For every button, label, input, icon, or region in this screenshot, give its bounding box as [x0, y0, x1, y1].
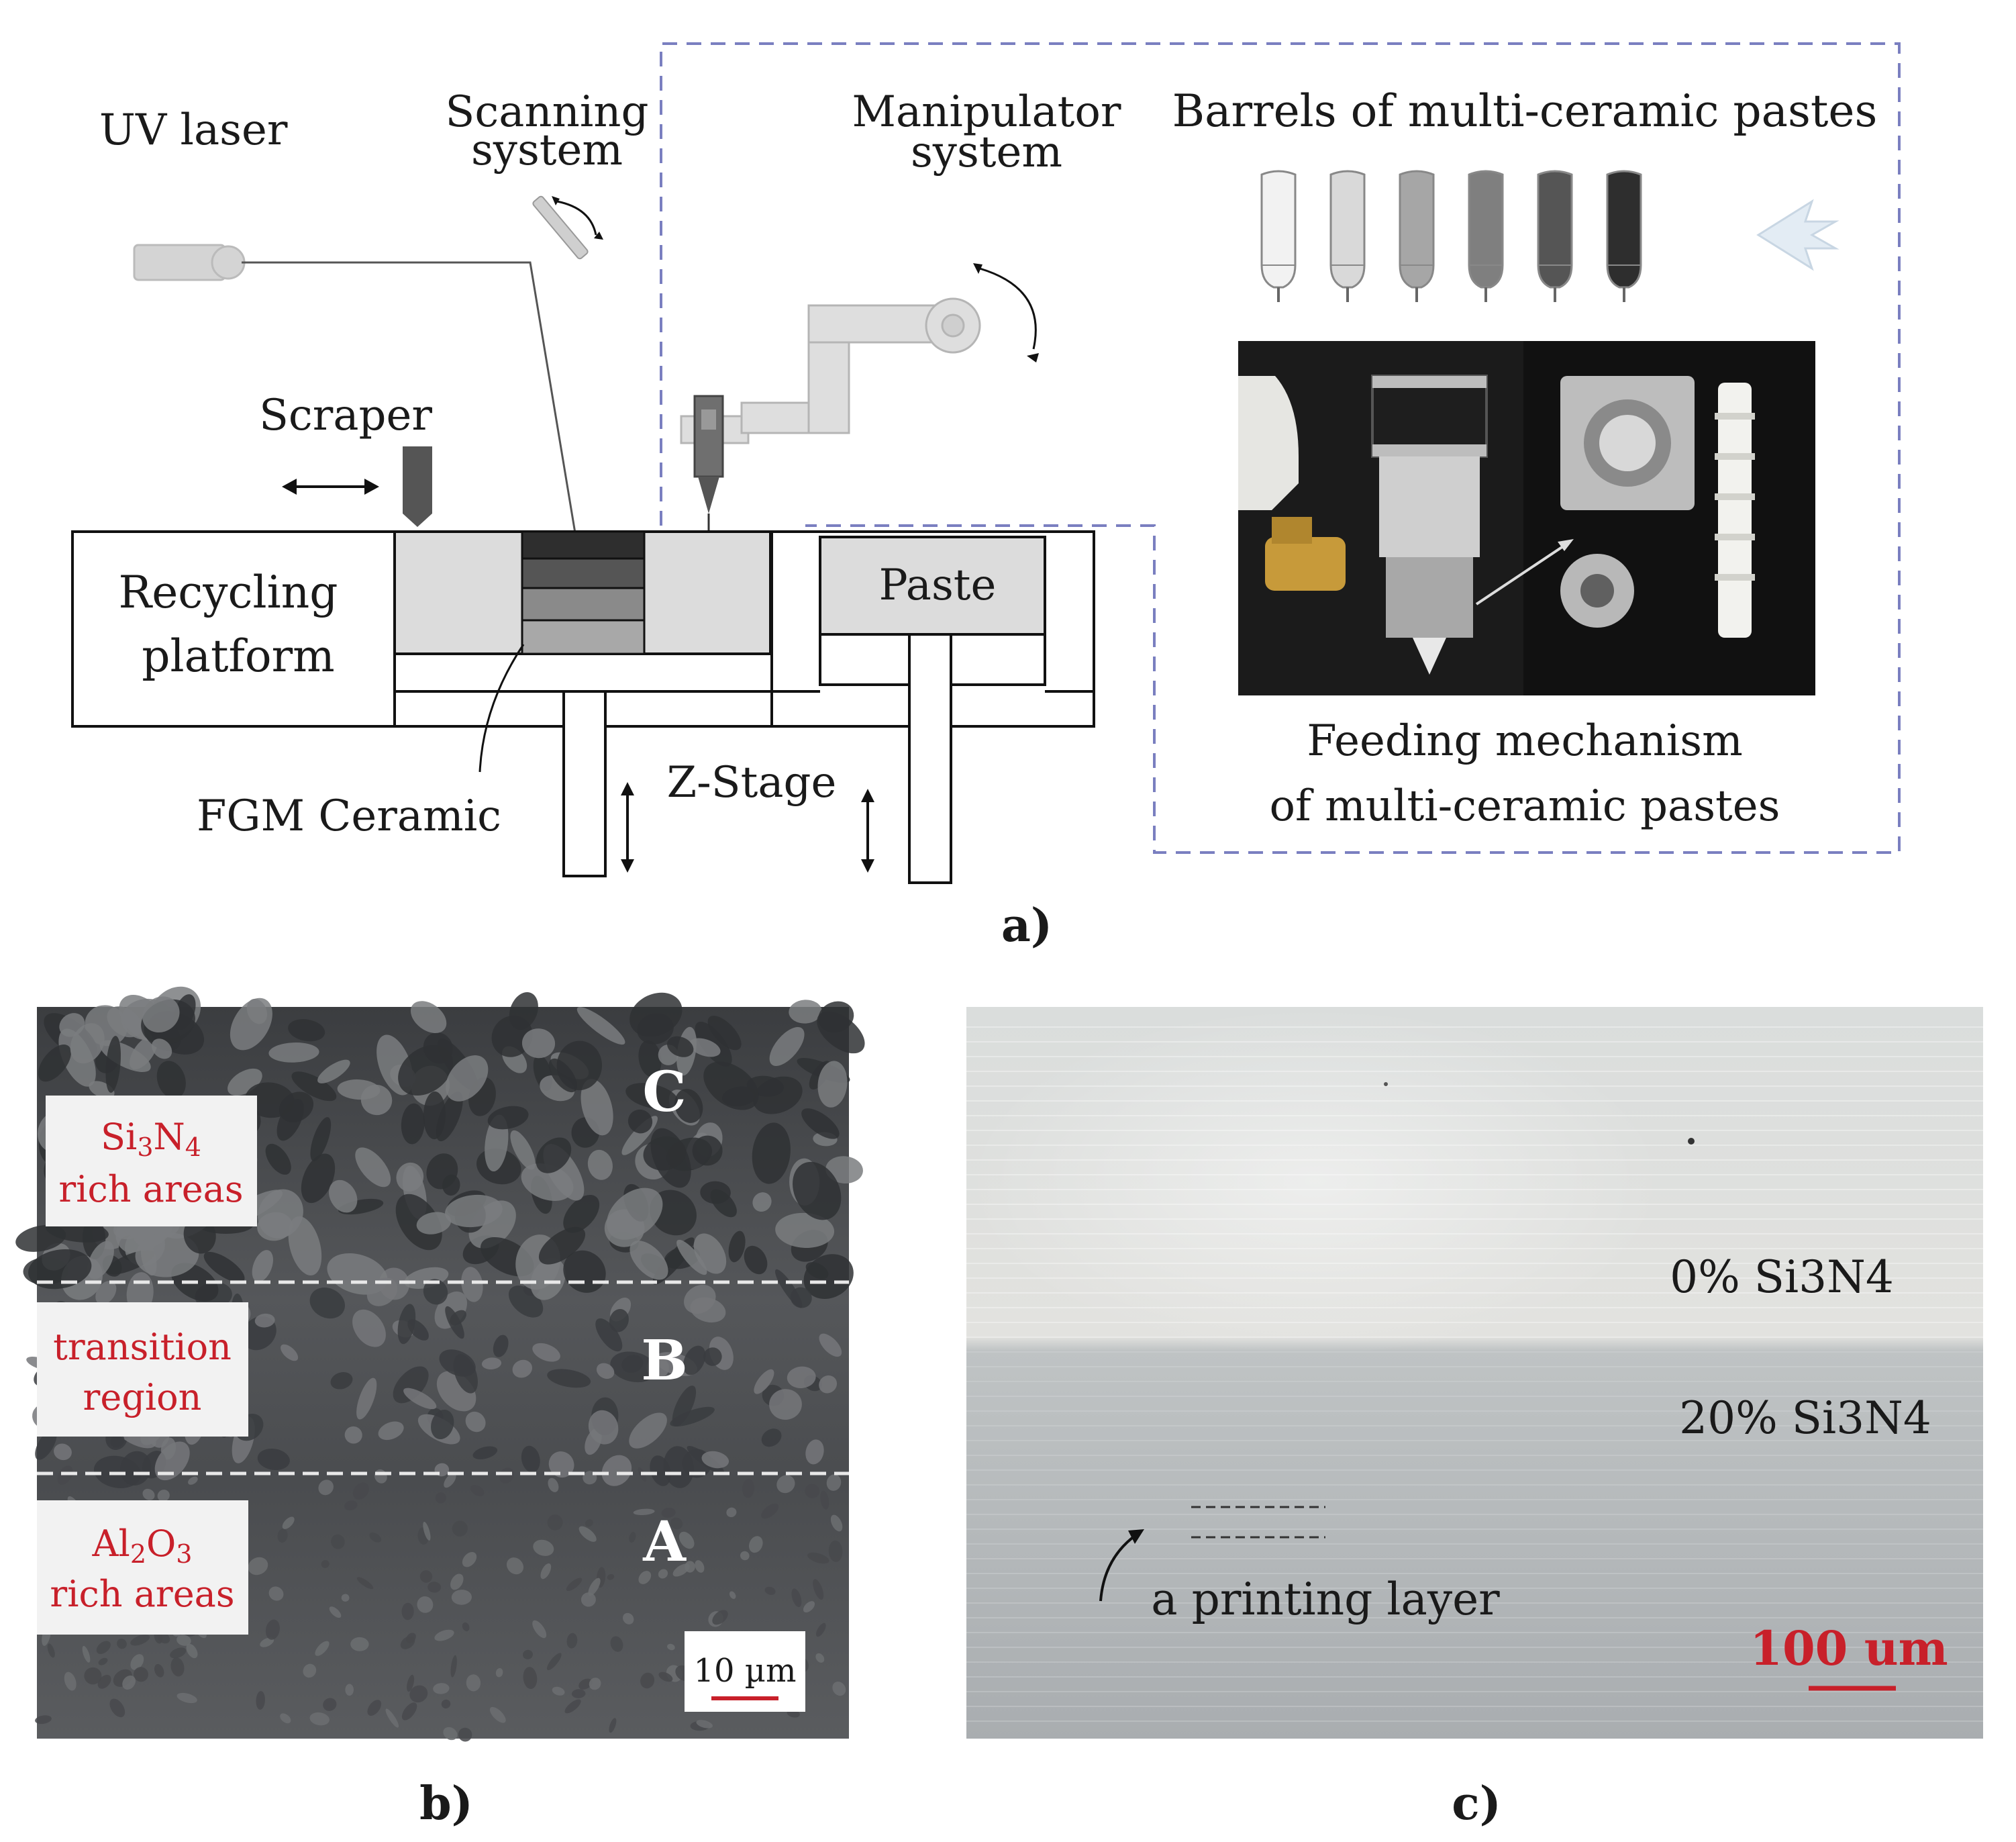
paste-label: Paste [879, 561, 997, 610]
manipulator-arm-icon [680, 297, 981, 444]
panel-a: UV laser Scanning system Manipulator sys… [71, 42, 1901, 953]
printing-layer-label: a printing layer [1151, 1573, 1500, 1625]
recycling-platform-label-2: platform [142, 630, 335, 682]
scraper-icon [403, 446, 432, 527]
si3n4-rich-box: Si3N4 rich areas [46, 1096, 257, 1226]
scraper-motion-arrow [282, 479, 379, 495]
scale-bar-b-label: 10 µm [693, 1652, 796, 1690]
barrel-6 [1606, 170, 1642, 302]
rotation-arrow-icon [973, 263, 1039, 362]
scanning-mirror-icon [532, 195, 603, 260]
al2o3-rich-box: Al2O3 rich areas [37, 1500, 248, 1635]
zone-b-label: B [641, 1328, 687, 1393]
z-stage-arrow-right [861, 789, 874, 873]
nozzle-icon [693, 395, 724, 530]
barrel-5 [1537, 170, 1573, 302]
fgm-part [521, 530, 646, 655]
scale-bar-b: 10 µm [685, 1631, 805, 1712]
caption-a: a) [1001, 899, 1052, 953]
barrel-2 [1329, 170, 1366, 302]
panel-c: 0% Si3N4 20% Si3N4 a printing layer 100 … [966, 1007, 1983, 1831]
uv-laser-label: UV laser [99, 105, 288, 155]
feeding-mechanism-label-1: Feeding mechanism [1307, 716, 1743, 766]
feeding-mechanism-label-2: of multi-ceramic pastes [1270, 781, 1780, 831]
transition-box: transition region [37, 1302, 248, 1437]
manipulator-system-label-1: Manipulator [852, 87, 1121, 137]
barrel-4 [1468, 170, 1504, 302]
layer-lines [966, 1026, 1983, 1722]
caption-b: b) [419, 1777, 473, 1831]
barrels-title: Barrels of multi-ceramic pastes [1172, 85, 1878, 137]
manipulator-system-label-2: system [911, 128, 1062, 177]
fgm-leader-line [478, 644, 525, 773]
al2o3-formula: Al2O3 [92, 1522, 193, 1569]
transition-text-2: region [83, 1376, 202, 1418]
manipulator-frame [660, 42, 1901, 854]
barrel-3 [1399, 170, 1435, 302]
bottom-layer-label: 20% Si3N4 [1679, 1392, 1931, 1444]
barrel-row [1260, 170, 1642, 302]
scanning-system-label-1: Scanning [446, 87, 649, 137]
printing-layer-marker [1099, 1506, 1325, 1602]
barrel-1 [1260, 170, 1297, 302]
feed-arrow-icon [1756, 199, 1839, 271]
panel-b: C B A Si3N4 rich areas transition region… [15, 986, 865, 1831]
z-stage-arrow-left [621, 782, 634, 873]
scraper-label: Scraper [259, 391, 432, 440]
recycling-platform-label-1: Recycling [119, 567, 338, 618]
caption-c: c) [1452, 1777, 1501, 1831]
uv-laser-icon [133, 244, 246, 281]
transition-text-1: transition [53, 1326, 232, 1368]
si3n4-rich-text: rich areas [58, 1168, 243, 1210]
zone-a-label: A [642, 1510, 687, 1574]
z-stage-label: Z-Stage [667, 758, 837, 808]
scanning-system-label-2: system [471, 126, 623, 175]
top-layer-label: 0% Si3N4 [1670, 1251, 1894, 1303]
feeding-mechanism-photo [1238, 341, 1815, 695]
si3n4-formula: Si3N4 [101, 1116, 201, 1162]
al2o3-rich-text: rich areas [50, 1573, 234, 1615]
zone-c-label: C [642, 1060, 686, 1124]
scale-bar-c-label: 100 um [1750, 1620, 1948, 1676]
laser-beam [242, 261, 577, 538]
scale-bar-c: 100 um [1750, 1620, 1948, 1691]
fgm-ceramic-label: FGM Ceramic [197, 791, 501, 841]
